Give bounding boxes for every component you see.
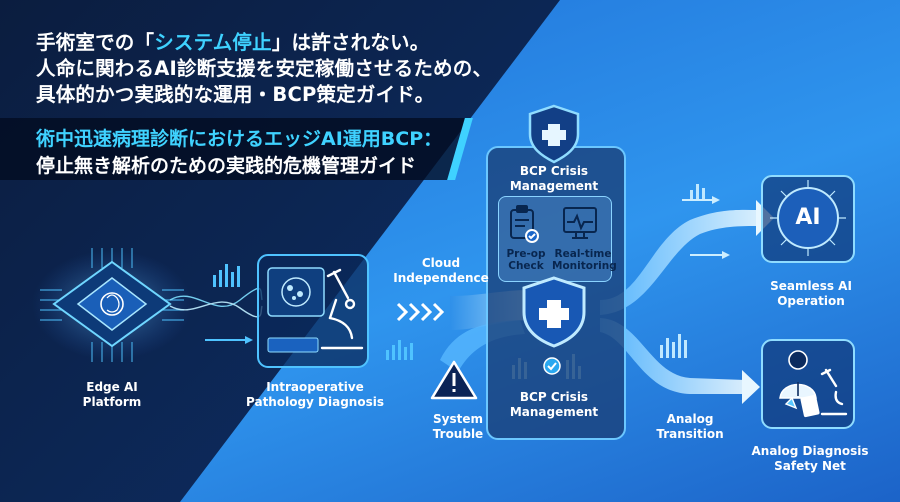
headline-highlight: システム停止 bbox=[154, 31, 272, 54]
realtime-label: Real-time Monitoring bbox=[552, 248, 617, 272]
shield-cross-icon bbox=[522, 276, 586, 348]
flow-arrowhead-bottom bbox=[742, 370, 760, 404]
bcp-bottom-label: BCP Crisis Management bbox=[509, 390, 599, 419]
flow-arrowhead-chip bbox=[245, 336, 253, 344]
microscope-icon bbox=[320, 268, 364, 350]
ai-panel bbox=[761, 175, 855, 263]
flow-arrowhead-small-2 bbox=[712, 196, 720, 204]
signal-bars-2 bbox=[386, 340, 413, 360]
pathology-panel bbox=[257, 254, 369, 368]
warning-triangle-icon bbox=[430, 360, 478, 400]
pathology-label: Intraoperative Pathology Diagnosis bbox=[246, 380, 384, 409]
chevron-arrows bbox=[396, 302, 445, 322]
headline-line-3: 具体的かつ実践的な運用・BCP策定ガイド。 bbox=[36, 83, 435, 106]
banner-title: 術中迅速病理診断におけるエッジAI運用BCP： bbox=[36, 128, 443, 150]
preop-label: Pre-op Check bbox=[506, 248, 546, 272]
analog-safety-label: Analog Diagnosis Safety Net bbox=[751, 444, 869, 473]
bcp-top-label: BCP Crisis Management bbox=[509, 164, 599, 193]
analog-transition-label: Analog Transition bbox=[656, 412, 724, 441]
banner-subtitle: 停止無き解析のための実践的危機管理ガイド bbox=[36, 155, 417, 177]
system-trouble-label: System Trouble bbox=[432, 412, 484, 441]
headline-suffix: 」は許されない。 bbox=[271, 31, 430, 54]
cloud-label: Cloud Independence bbox=[393, 256, 489, 285]
headline-prefix: 手術室での「 bbox=[36, 31, 155, 54]
signal-bars-1 bbox=[213, 264, 240, 287]
clipboard-check-icon bbox=[510, 205, 539, 243]
title-banner bbox=[0, 118, 470, 180]
chip-icon bbox=[32, 248, 192, 362]
edge-ai-label: Edge AI Platform bbox=[82, 380, 142, 409]
ai-badge-text: AI bbox=[795, 205, 821, 230]
headline: 手術室での「システム停止」は許されない。 人命に関わるAI診断支援を安定稼働させ… bbox=[36, 30, 492, 108]
signal-bars-4 bbox=[660, 184, 705, 358]
doctor-lab-icon bbox=[761, 339, 855, 429]
flow-band-top bbox=[600, 209, 760, 315]
shield-cross-icon bbox=[528, 104, 580, 164]
flow-arrowhead-small bbox=[722, 251, 730, 259]
seamless-label: Seamless AI Operation bbox=[770, 279, 852, 308]
headline-line-1: 手術室での「システム停止」は許されない。 bbox=[36, 30, 492, 56]
headline-line-2: 人命に関わるAI診断支援を安定稼働させるための、 bbox=[36, 57, 493, 80]
monitor-pulse-icon bbox=[563, 207, 597, 239]
check-circle-icon bbox=[543, 357, 561, 375]
